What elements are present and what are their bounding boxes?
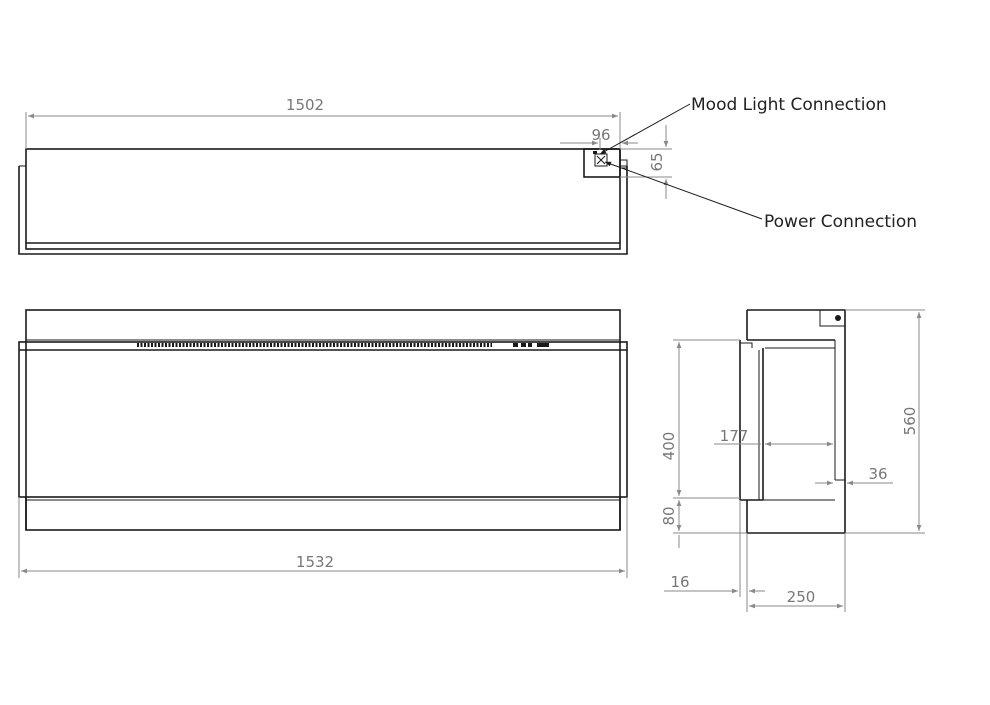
dim-label-conn-offset: 96 [591, 126, 610, 144]
dim-label-top-width: 1502 [286, 96, 324, 114]
top-view: 1502 96 65 Mood Light Connection Power C… [18, 95, 917, 255]
top-view-body [25, 148, 621, 250]
front-view-body [25, 309, 621, 531]
dim-label-total-height: 560 [901, 407, 919, 436]
dim-label-total-depth: 250 [787, 588, 816, 606]
dim-label-rear-offset: 16 [670, 573, 689, 591]
mood-light-socket-icon [593, 151, 597, 154]
control-button-2 [521, 343, 526, 347]
control-button-3 [528, 343, 532, 347]
leader-power [604, 161, 763, 220]
side-connector-icon [835, 315, 841, 321]
dim-label-base-height: 80 [660, 506, 678, 525]
callout-power: Power Connection [764, 212, 917, 232]
dim-label-lip-depth: 36 [868, 465, 887, 483]
top-view-flange [18, 166, 628, 255]
callout-mood-light: Mood Light Connection [691, 95, 887, 115]
control-display [537, 343, 549, 347]
dim-label-conn-height: 65 [648, 152, 666, 171]
leader-mood-light [599, 103, 691, 155]
front-view: 1532 [18, 309, 628, 578]
side-connection-box [819, 309, 846, 327]
dim-label-front-width: 1532 [296, 553, 334, 571]
side-view: 560 400 80 177 36 16 250 [660, 309, 925, 612]
front-view-fascia [18, 341, 628, 498]
dim-label-glass-height: 400 [660, 432, 678, 461]
control-button-1 [513, 343, 518, 347]
dim-label-inner-depth: 177 [720, 427, 749, 445]
